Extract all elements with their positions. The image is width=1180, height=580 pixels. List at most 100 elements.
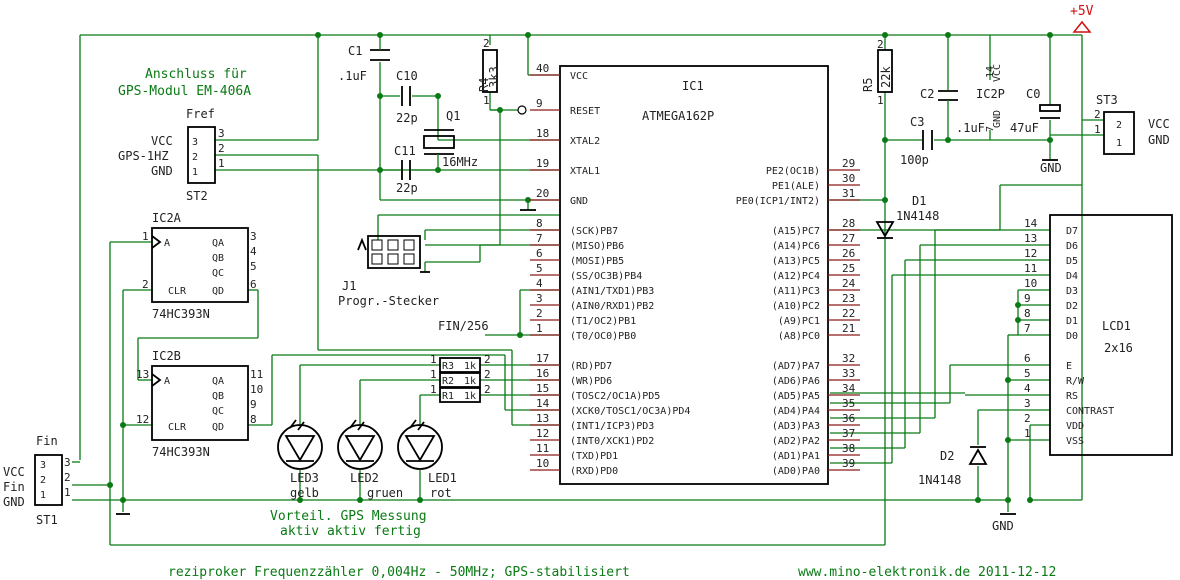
ic1-pin-number: 1	[536, 322, 543, 335]
ic1-pin-signal: (AD1)PA1	[772, 451, 820, 462]
diode-d1: D1 1N4148	[875, 194, 939, 239]
lcd-pin-signal: D4	[1066, 271, 1078, 282]
ic1-pin-number: 25	[842, 262, 855, 275]
lcd-display: LCD1 2x16 14D713D612D511D410D39D28D17D06…	[1024, 214, 1173, 456]
ic1-pin-signal: PE2(OC1B)	[766, 166, 820, 177]
st1-num2: 2	[64, 471, 71, 484]
gnd-label-c0: GND	[1040, 161, 1062, 175]
ic1-pin-signal: (A12)PC4	[772, 271, 820, 282]
ic1-pin-number: 26	[842, 247, 855, 260]
capacitor-c2: C2 .1uF	[920, 87, 985, 135]
ic1-pin-signal: (INT0/XCK1)PD2	[570, 436, 654, 447]
ic1-pin-signal: (RXD)PD0	[570, 466, 618, 477]
ic1-pin-signal: (WR)PD6	[570, 376, 612, 387]
st3-name: ST3	[1096, 93, 1118, 107]
connector-st3: ST3 2 1 2 1 VCC GND	[1094, 93, 1170, 155]
st1-label-gnd: GND	[3, 495, 25, 509]
st3-label-gnd: GND	[1148, 133, 1170, 147]
ic2p-pin7: 7	[985, 126, 996, 132]
resistor-r4: 2 1 R4 3k3	[477, 37, 527, 115]
ic2a-qd: QD	[212, 286, 224, 297]
supply-5v: +5V	[1070, 4, 1094, 33]
r3-pin-r: 2	[484, 353, 491, 366]
r1-pin-l: 1	[430, 383, 437, 396]
ic2b-qb: QB	[212, 391, 224, 402]
st3-num1: 1	[1094, 123, 1101, 136]
footer-title: reziproker Frequenzzähler 0,004Hz - 50MH…	[168, 565, 630, 580]
ic1-pin-signal: GND	[570, 196, 588, 207]
st2-num1: 1	[218, 157, 225, 170]
ground-symbols: GND GND	[116, 159, 1062, 533]
c0-value: 47uF	[1010, 121, 1039, 135]
ic1-pin-signal: (A15)PC7	[772, 226, 820, 237]
r2-value: 1k	[464, 376, 476, 387]
ic2a-a: A	[164, 238, 170, 249]
d2-value: 1N4148	[918, 473, 961, 487]
ic1-pin-number: 22	[842, 307, 855, 320]
st2-label-gps1hz: GPS-1HZ	[118, 149, 169, 163]
lcd-pin-number: 10	[1024, 277, 1037, 290]
ic2b-pin-qc: 9	[250, 398, 257, 411]
lcd-pin-signal: RS	[1066, 391, 1078, 402]
ic1-pin-signal: XTAL2	[570, 136, 600, 147]
ic2b-pin-clr: 12	[136, 413, 149, 426]
r5-value: 22k	[879, 66, 893, 88]
ic2b-qc: QC	[212, 406, 224, 417]
ic2p-power: 14 VCC IC2P GND 7	[976, 35, 1005, 132]
ic1-pin-signal: RESET	[570, 106, 600, 117]
ic1-pin-number: 10	[536, 457, 549, 470]
capacitor-c3: C3 100p	[900, 115, 933, 167]
led3: LED3 gelb	[277, 419, 323, 500]
ic1-pin-number: 40	[536, 62, 549, 75]
st2-label-gnd: GND	[151, 164, 173, 178]
ic1-pin-number: 31	[842, 187, 855, 200]
r4-name: R4	[477, 78, 491, 92]
capacitor-c10: C10 22p	[396, 69, 418, 125]
lcd-size: 2x16	[1104, 341, 1133, 355]
ic1-pin-number: 3	[536, 292, 543, 305]
ic1-pin-number: 8	[536, 217, 543, 230]
lcd-pin-number: 8	[1024, 307, 1031, 320]
j1-label: Progr.-Stecker	[338, 294, 439, 308]
ic1-pin-number: 21	[842, 322, 855, 335]
ic2a-qa: QA	[212, 238, 224, 249]
ic2p-gnd: GND	[992, 110, 1003, 128]
st2-ref: Fref	[186, 107, 215, 121]
ic1-atmega162p: IC1 ATMEGA162P 40VCC9RESET18XTAL219XTAL1…	[530, 62, 860, 485]
ic1-pin-signal: PE1(ALE)	[772, 181, 820, 192]
ic1-pin-number: 7	[536, 232, 543, 245]
lcd-pin-signal: D5	[1066, 256, 1078, 267]
ic1-pin-signal: VCC	[570, 71, 588, 82]
lcd-pin-number: 14	[1024, 217, 1038, 230]
lcd-pin-signal: CONTRAST	[1066, 406, 1114, 417]
st1-label-fin: Fin	[3, 480, 25, 494]
ic1-pin-signal: (TOSC2/OC1A)PD5	[570, 391, 660, 402]
capacitor-c11: C11 22p	[394, 144, 418, 195]
diode-d2: D2 1N4148	[918, 446, 988, 487]
ic1-pin-signal: (AD5)PA5	[772, 391, 820, 402]
r2-name: R2	[442, 376, 454, 387]
ic1-pin-number: 4	[536, 277, 543, 290]
r3-value: 1k	[464, 361, 476, 372]
ic2b-name: IC2B	[152, 349, 181, 363]
ic1-pin-number: 13	[536, 412, 549, 425]
r1-name: R1	[442, 391, 454, 402]
st1-pin2: 2	[40, 475, 46, 486]
ic2a-clr: CLR	[168, 286, 187, 297]
ic1-left-pins: 40VCC9RESET18XTAL219XTAL120GND8(SCK)PB77…	[530, 62, 690, 477]
c2-name: C2	[920, 87, 934, 101]
ic2a-part: 74HC393N	[152, 307, 210, 321]
ic1-pin-number: 24	[842, 277, 856, 290]
r2-pin-l: 1	[430, 368, 437, 381]
connector-st1: Fin 3 2 1 3 2 1 VCC Fin GND ST1	[3, 434, 71, 527]
r5-pin2: 2	[877, 38, 884, 51]
gnd-label-bottom: GND	[992, 519, 1014, 533]
ic1-part: ATMEGA162P	[642, 109, 714, 123]
led2-name: LED2	[350, 471, 379, 485]
ic2b-pin-qa: 11	[250, 368, 263, 381]
ic1-pin-signal: (A9)PC1	[778, 316, 820, 327]
ic1-pin-number: 5	[536, 262, 543, 275]
lcd-pin-number: 6	[1024, 352, 1031, 365]
junctions	[107, 32, 1053, 503]
ic1-pin-signal: (TXD)PD1	[570, 451, 618, 462]
